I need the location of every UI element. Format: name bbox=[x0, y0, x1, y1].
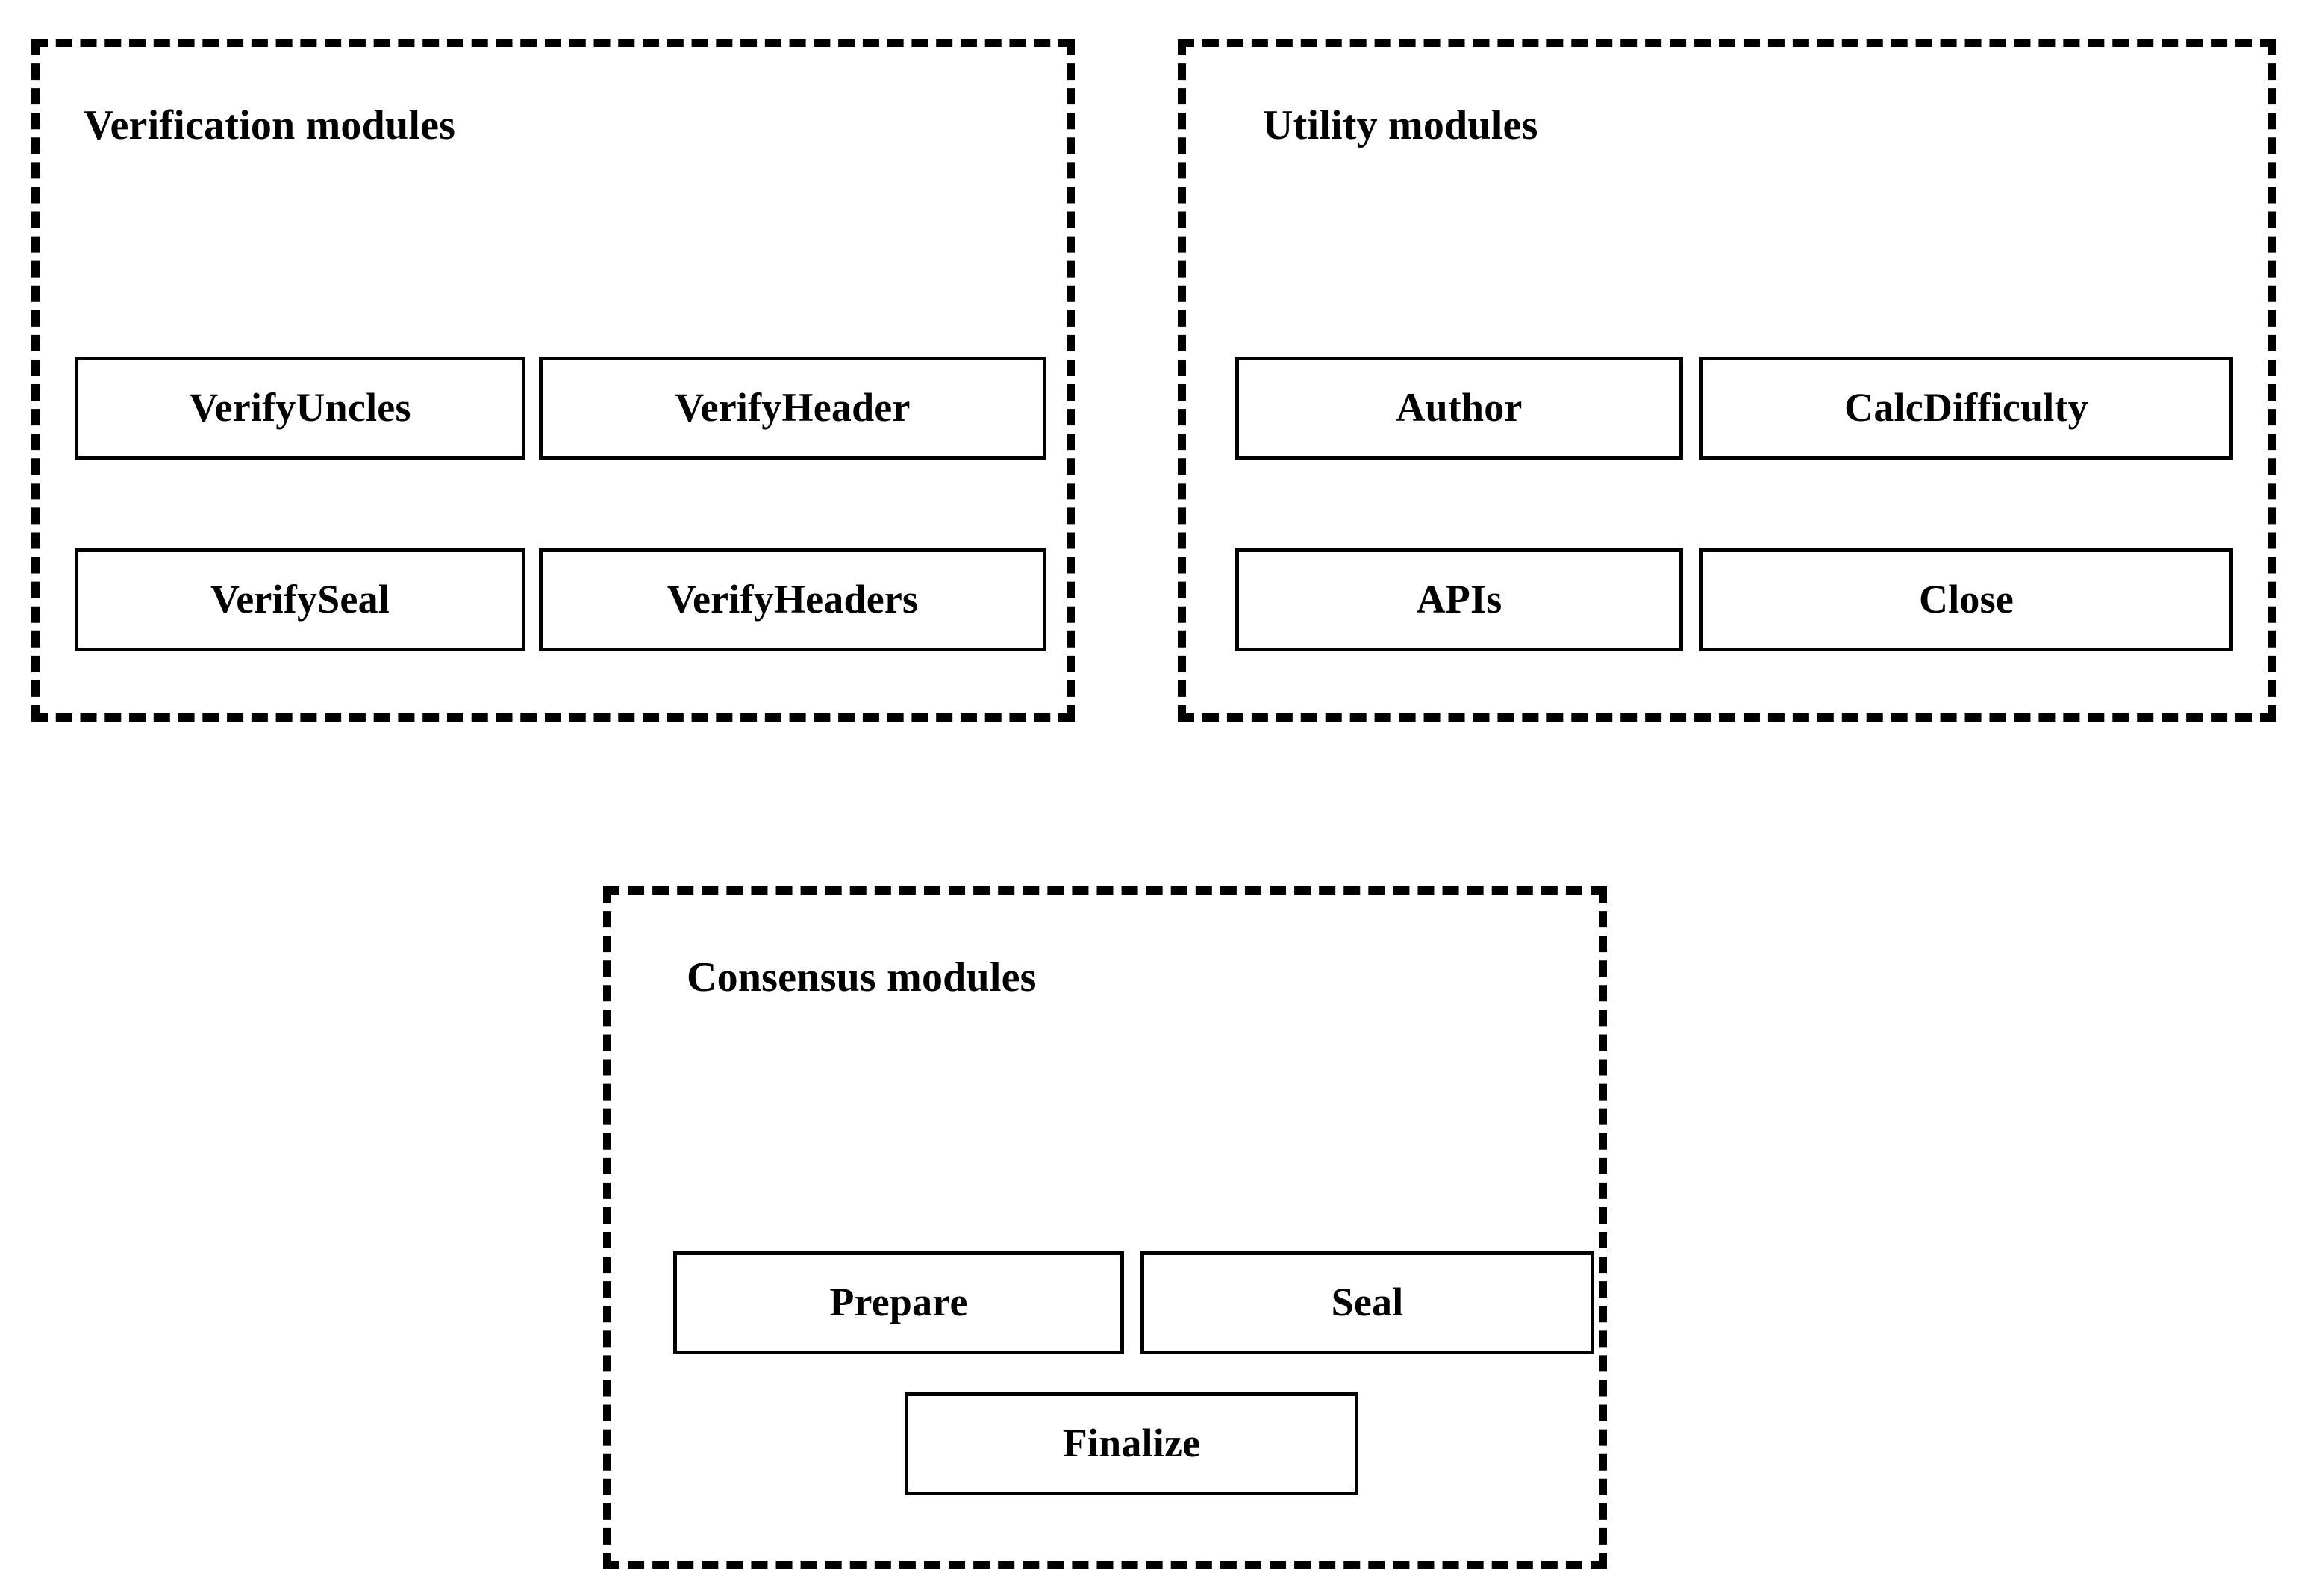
module-box-prepare[interactable]: Prepare bbox=[673, 1251, 1124, 1354]
module-box-close[interactable]: Close bbox=[1699, 548, 2233, 651]
module-label-author: Author bbox=[1396, 385, 1523, 430]
module-box-seal[interactable]: Seal bbox=[1140, 1251, 1594, 1354]
group-title-verification-modules: Verification modules bbox=[84, 102, 456, 148]
module-label-seal: Seal bbox=[1331, 1280, 1404, 1324]
group-verification-modules bbox=[31, 39, 1075, 722]
module-box-finalize[interactable]: Finalize bbox=[905, 1392, 1358, 1495]
module-box-verifyheader[interactable]: VerifyHeader bbox=[539, 357, 1046, 460]
module-label-verifyheader: VerifyHeader bbox=[675, 385, 911, 430]
module-label-verifyheaders: VerifyHeaders bbox=[667, 577, 919, 622]
module-label-apis: APIs bbox=[1416, 577, 1502, 622]
group-title-consensus-modules: Consensus modules bbox=[687, 954, 1037, 1001]
group-title-utility-modules: Utility modules bbox=[1263, 102, 1538, 148]
module-box-verifyseal[interactable]: VerifySeal bbox=[75, 548, 525, 651]
module-box-apis[interactable]: APIs bbox=[1235, 548, 1683, 651]
group-utility-modules bbox=[1178, 39, 2276, 722]
module-label-prepare: Prepare bbox=[829, 1280, 968, 1324]
module-label-close: Close bbox=[1919, 577, 2014, 622]
module-box-verifyheaders[interactable]: VerifyHeaders bbox=[539, 548, 1046, 651]
module-box-verifyuncles[interactable]: VerifyUncles bbox=[75, 357, 525, 460]
module-label-calcdifficulty: CalcDifficulty bbox=[1844, 385, 2088, 430]
module-box-author[interactable]: Author bbox=[1235, 357, 1683, 460]
module-label-verifyseal: VerifySeal bbox=[210, 577, 390, 622]
module-label-finalize: Finalize bbox=[1062, 1421, 1201, 1465]
group-consensus-modules bbox=[603, 886, 1607, 1569]
module-label-verifyuncles: VerifyUncles bbox=[189, 385, 411, 430]
module-box-calcdifficulty[interactable]: CalcDifficulty bbox=[1699, 357, 2233, 460]
